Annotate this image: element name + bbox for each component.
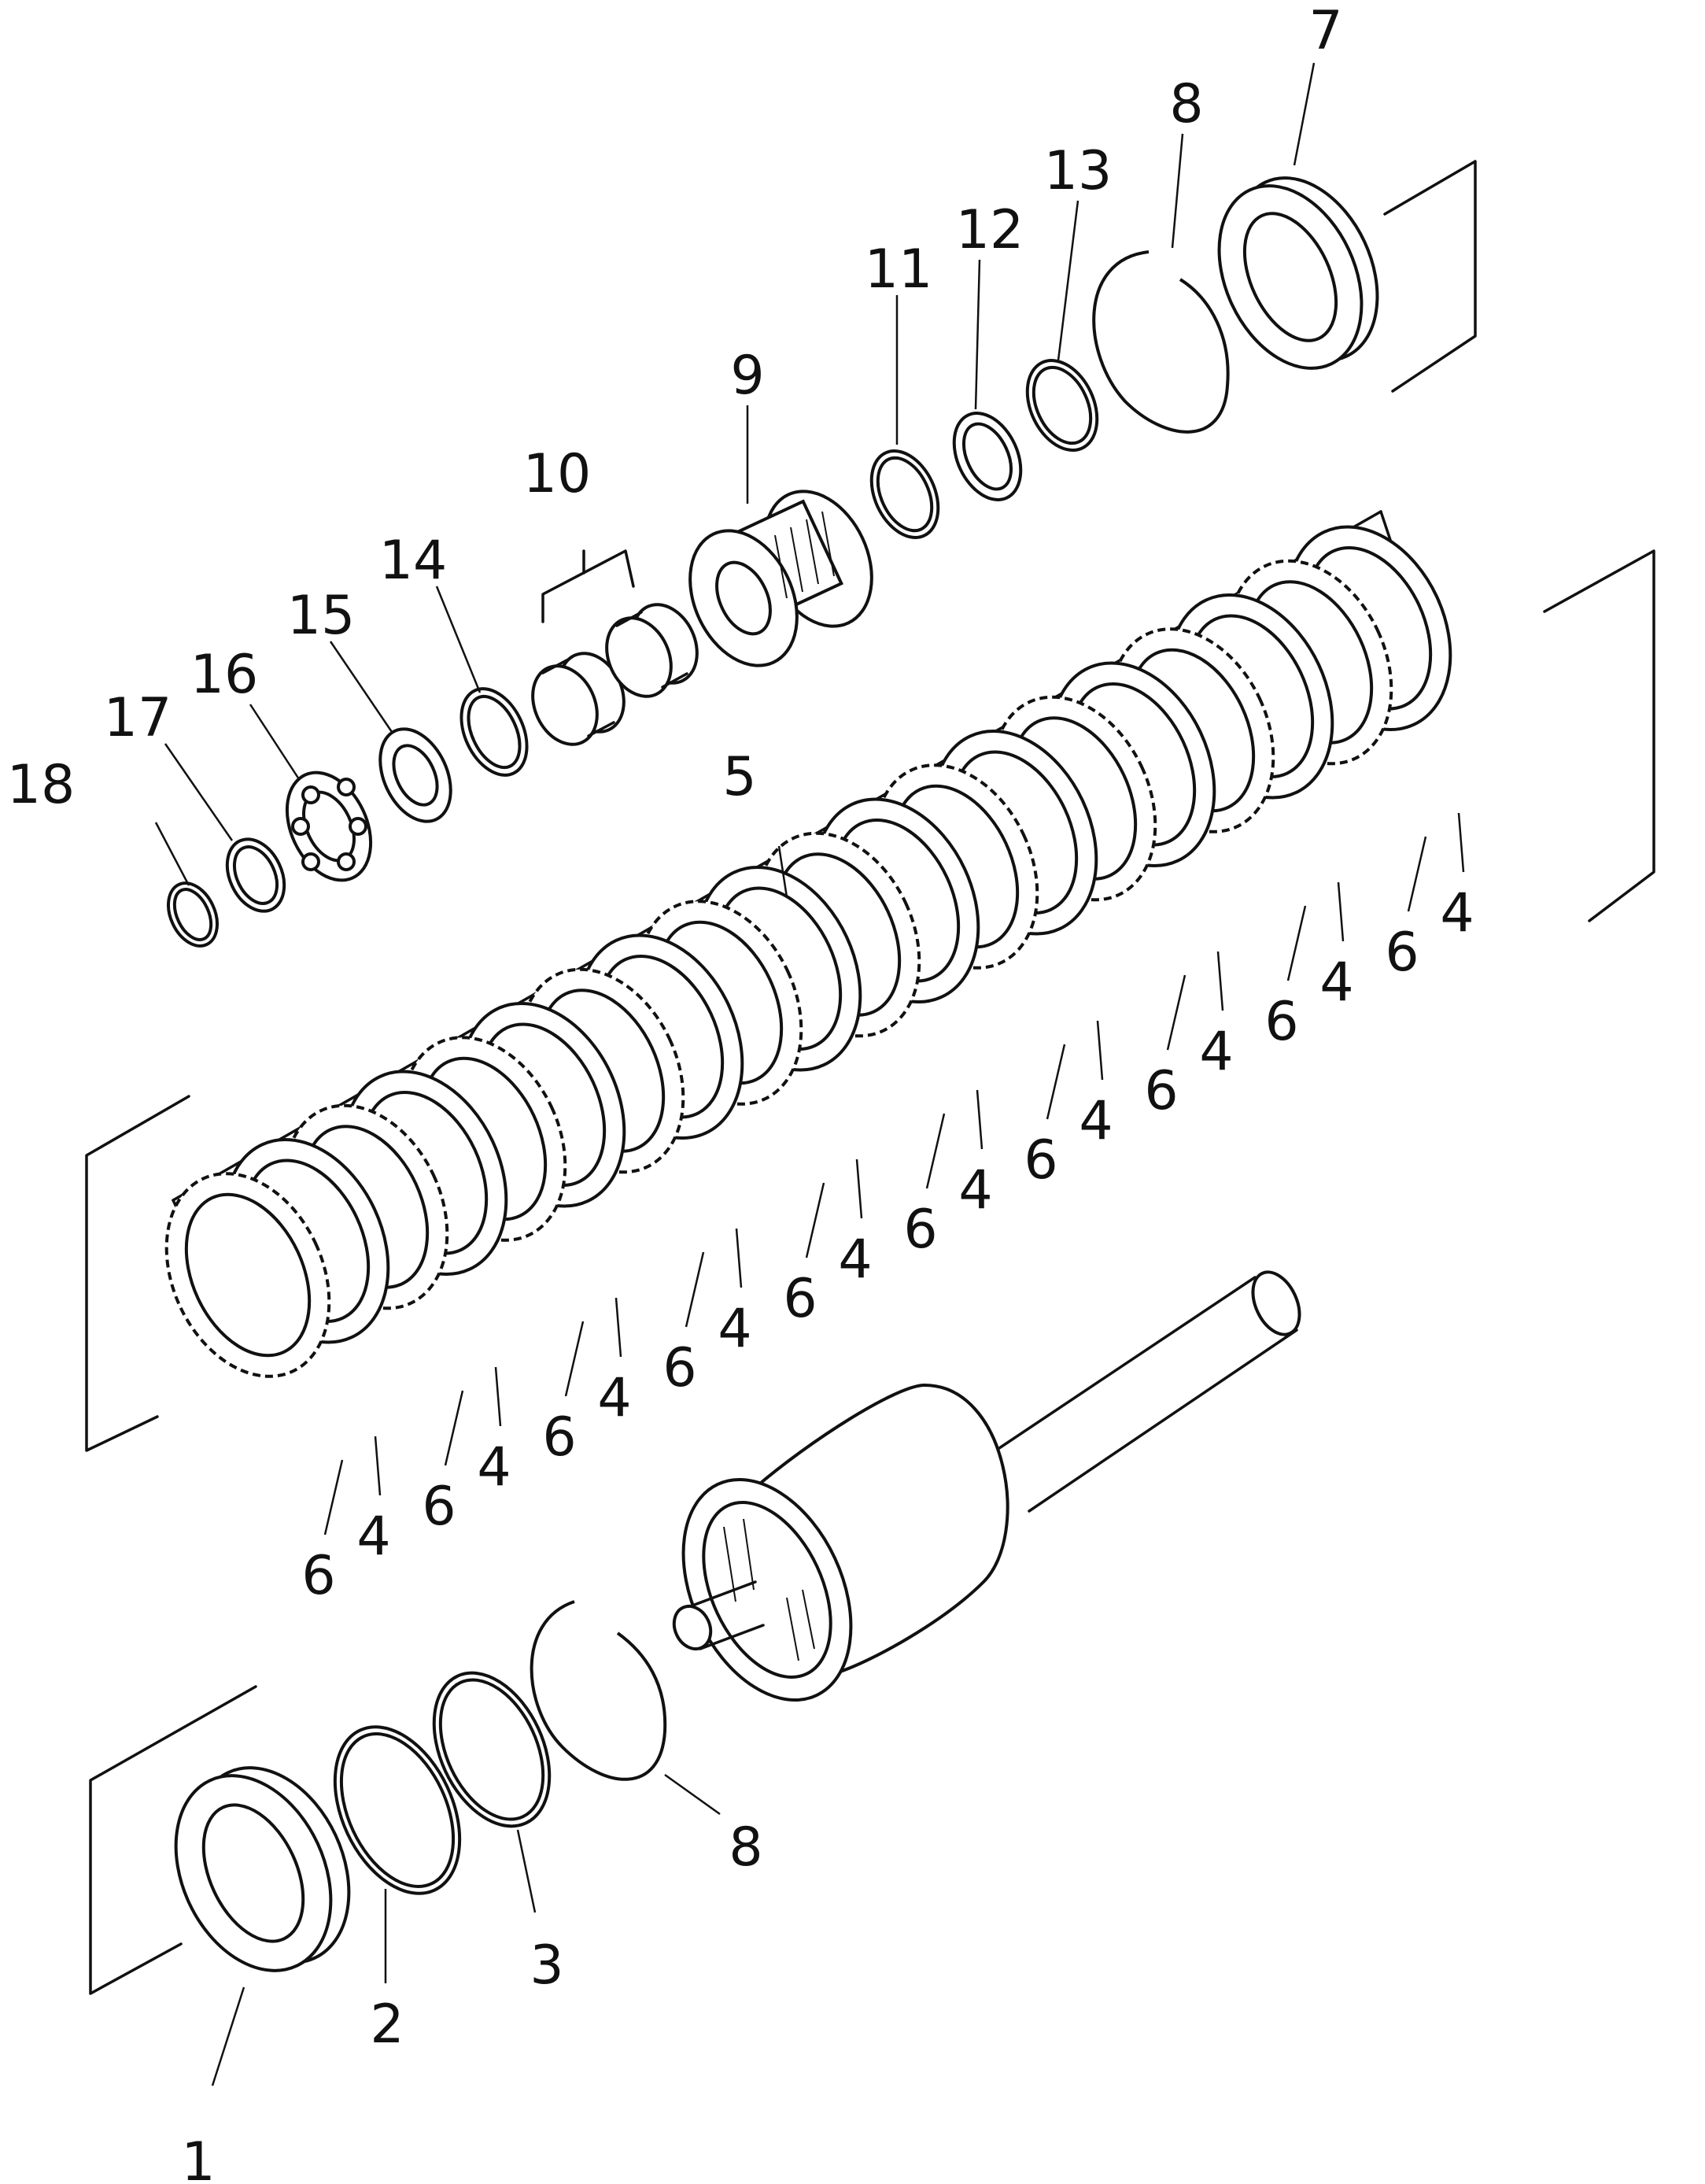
callout-4: 4 [356, 1506, 390, 1568]
leader-line [1457, 812, 1465, 873]
callout-6: 6 [903, 1199, 937, 1261]
callout-7: 7 [1308, 0, 1342, 62]
leader-line [614, 1297, 622, 1358]
callout-8-upper: 8 [1169, 73, 1203, 135]
leader-line [805, 1182, 825, 1258]
callout-4: 4 [718, 1298, 751, 1360]
leader-line [685, 1251, 705, 1328]
callout-4: 4 [1079, 1090, 1113, 1152]
bracket-part-10 [541, 549, 635, 623]
leader-line [735, 1228, 743, 1288]
callout-14: 14 [379, 530, 448, 592]
callout-4: 4 [838, 1229, 872, 1291]
callout-4: 4 [1199, 1021, 1233, 1083]
callout-6: 6 [662, 1337, 696, 1399]
bracket-disc-stack-left [85, 1095, 190, 1452]
seal-ring-3 [432, 1671, 552, 1828]
callout-1: 1 [181, 2131, 215, 2184]
leader-line [925, 1113, 946, 1189]
seal-ring-2 [333, 1725, 462, 1895]
callout-6: 6 [301, 1545, 335, 1607]
callout-13: 13 [1044, 140, 1113, 202]
ring-15 [378, 727, 452, 823]
bracket-disc-stack-right [1543, 549, 1655, 922]
needle-bearing-10b [605, 603, 699, 698]
callout-6: 6 [542, 1406, 576, 1469]
callout-4: 4 [1440, 882, 1474, 944]
callout-6: 6 [1385, 922, 1419, 984]
callout-15: 15 [287, 585, 356, 647]
callout-4: 4 [477, 1436, 511, 1498]
callout-16: 16 [190, 644, 259, 706]
gear-hub-9 [688, 490, 873, 667]
callout-6: 6 [1144, 1060, 1178, 1122]
callout-3: 3 [530, 1935, 563, 1997]
snap-ring-8-lower [530, 1600, 667, 1781]
retainer-7 [1217, 176, 1379, 370]
snap-ring-18 [167, 881, 219, 948]
leader-line [1216, 951, 1224, 1011]
ring-17 [225, 837, 286, 913]
leader-line [1166, 974, 1186, 1051]
bearing-16 [285, 770, 373, 882]
callout-4: 4 [597, 1367, 631, 1429]
callout-5: 5 [722, 746, 756, 808]
callout-2: 2 [370, 1994, 404, 2056]
leader-line [564, 1321, 585, 1397]
piston-1 [174, 1766, 351, 1972]
leader-line [323, 1459, 344, 1535]
callout-4: 4 [958, 1159, 992, 1221]
leader-line [374, 1436, 382, 1496]
callout-6: 6 [1264, 991, 1298, 1053]
ring-14 [459, 687, 529, 777]
callout-4: 4 [1319, 952, 1353, 1014]
callout-12: 12 [956, 199, 1024, 261]
snap-ring-8-upper [1092, 250, 1230, 434]
leader-line [1407, 836, 1427, 912]
leader-line [855, 1159, 863, 1219]
leader-line [1096, 1020, 1104, 1081]
callouts: 1 2 3 8 5 18 17 16 15 14 10 9 11 12 13 8… [7, 0, 1343, 2184]
callout-6: 6 [1024, 1129, 1057, 1192]
callout-6: 6 [422, 1476, 456, 1538]
clutch-disc-stack [164, 525, 1452, 1378]
leader-lines [154, 62, 1316, 2086]
leader-line [1046, 1044, 1066, 1120]
leader-line [494, 1366, 502, 1427]
callout-18: 18 [7, 754, 76, 816]
steel-plate [164, 1172, 331, 1378]
ring-11 [869, 449, 940, 539]
clutch-drum-shaft [672, 1270, 1301, 1702]
callout-17: 17 [104, 687, 172, 749]
leader-line [444, 1390, 464, 1466]
callout-9: 9 [730, 345, 764, 407]
leader-line [976, 1089, 984, 1150]
callout-6: 6 [783, 1268, 817, 1330]
bracket-part-7 [1383, 160, 1477, 393]
callout-10: 10 [523, 443, 592, 505]
callout-8-lower: 8 [729, 1816, 762, 1879]
needle-bearing-10a [531, 652, 626, 746]
ring-13 [1025, 359, 1099, 452]
leader-line [1337, 881, 1345, 942]
bearing-12 [952, 412, 1023, 501]
leader-line [1286, 905, 1307, 981]
bracket-part-1 [89, 1685, 257, 1995]
callout-11: 11 [865, 238, 933, 301]
